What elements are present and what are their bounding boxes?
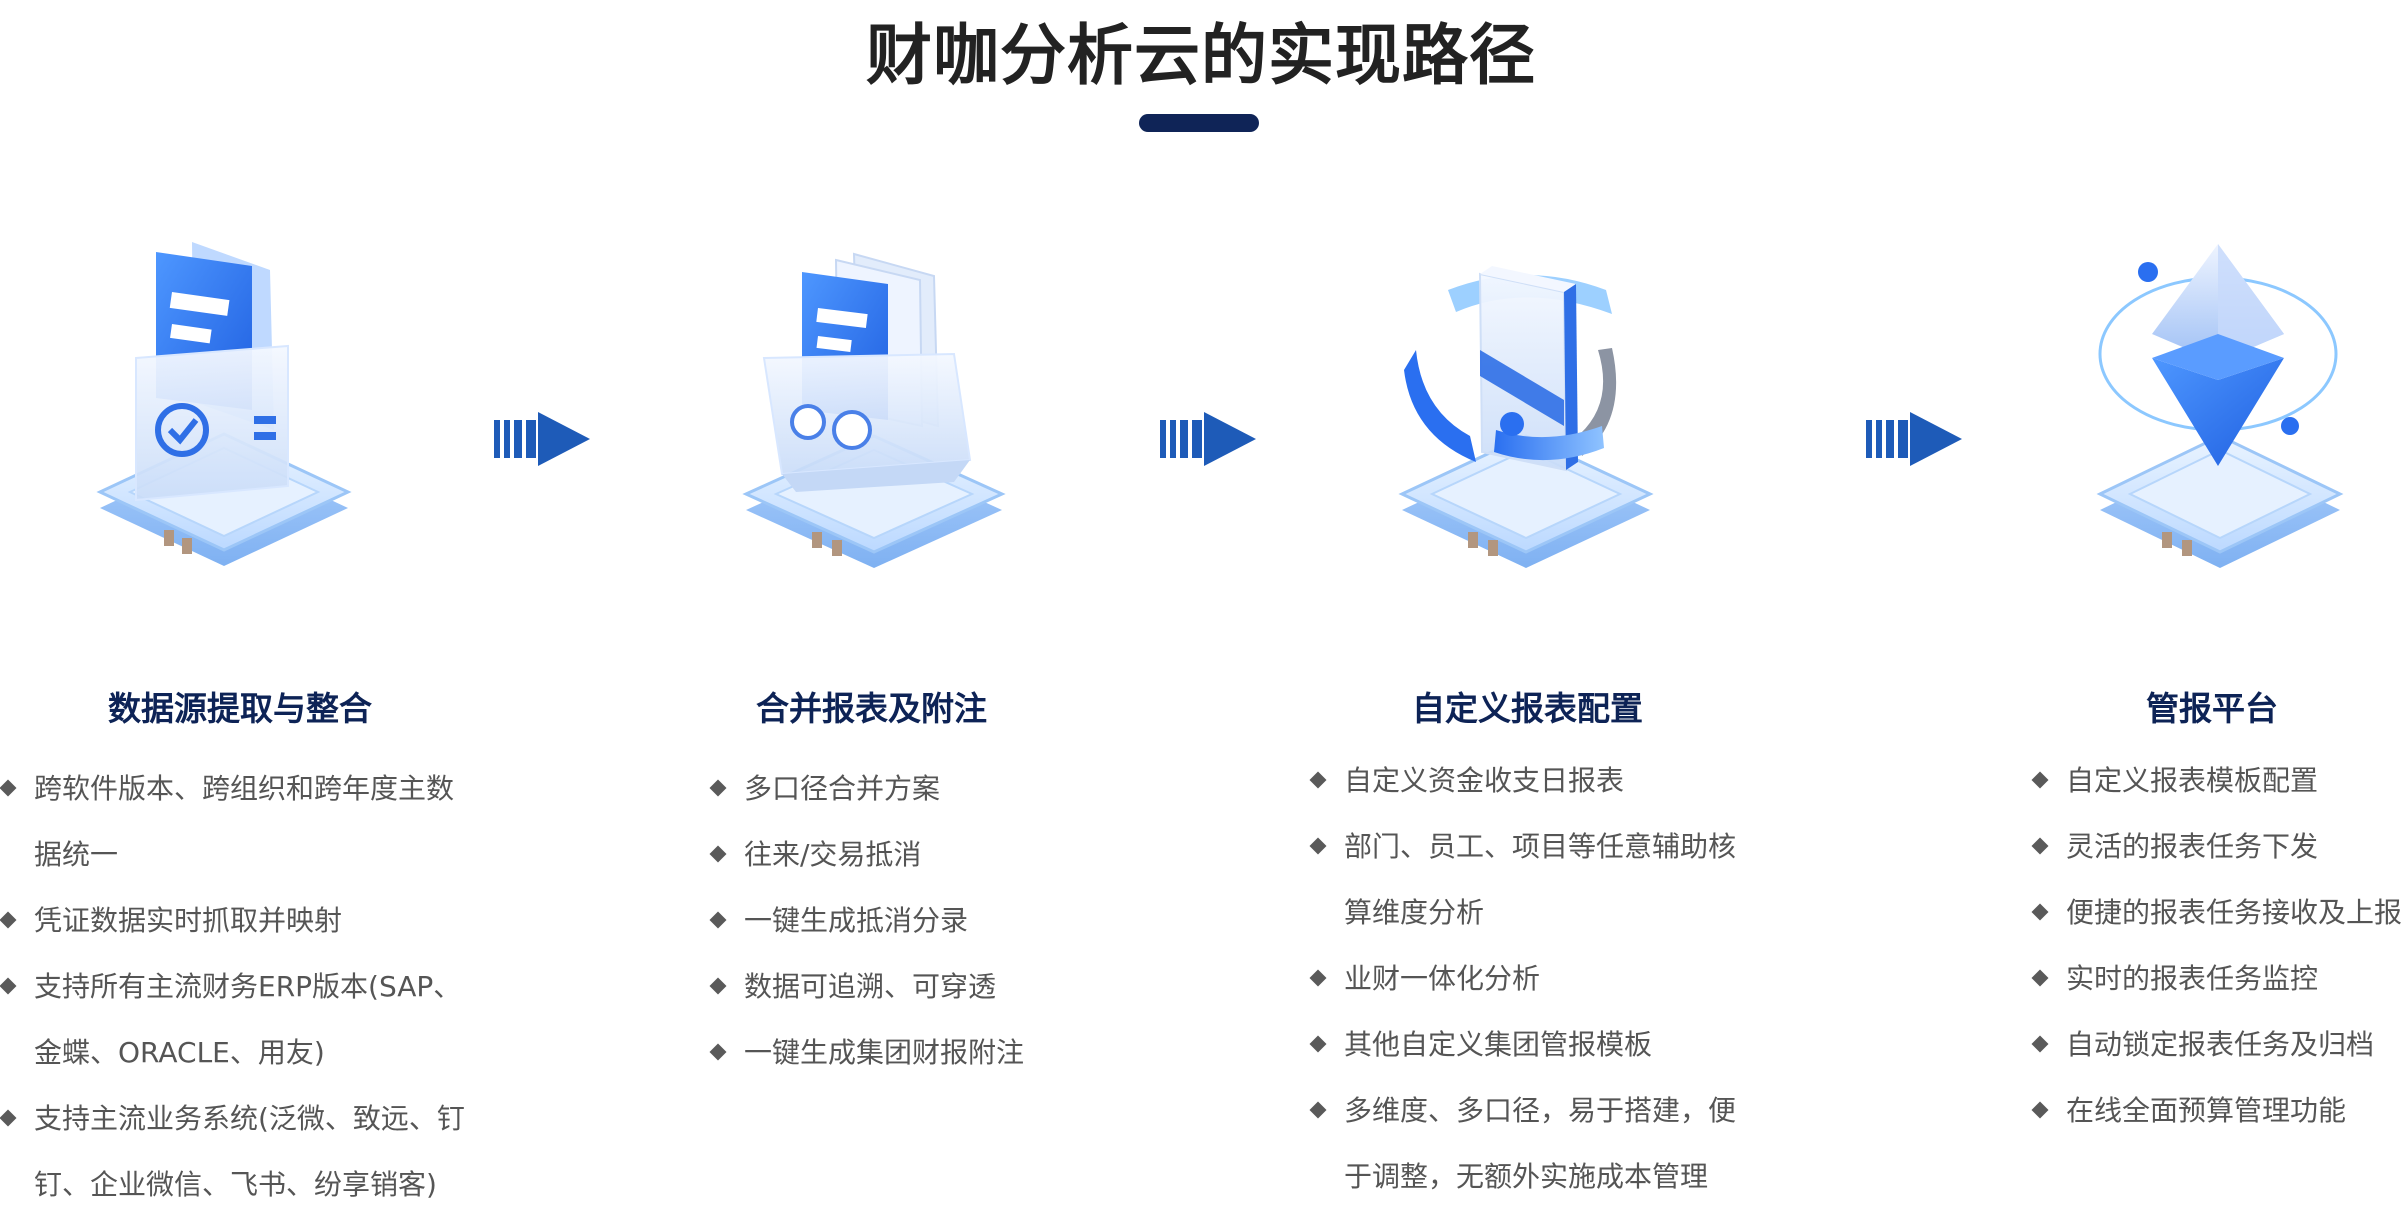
step-title: 管报平台: [2146, 689, 2278, 728]
list-item: 凭证数据实时抓取并映射: [0, 888, 470, 954]
arrow-right-icon: [494, 412, 590, 466]
list-item: 自动锁定报表任务及归档: [2032, 1012, 2402, 1078]
list-item: 在线全面预算管理功能: [2032, 1078, 2402, 1144]
step-title: 合并报表及附注: [756, 689, 987, 728]
title-underline: [1139, 114, 1259, 132]
list-item: 支持主流业务系统(泛微、致远、钉钉、企业微信、飞书、纷享销客): [0, 1086, 470, 1218]
list-item: 往来/交易抵消: [710, 822, 1170, 888]
list-item: 多口径合并方案: [710, 756, 1170, 822]
step-2-list: 多口径合并方案 往来/交易抵消 一键生成抵消分录 数据可追溯、可穿透 一键生成集…: [710, 756, 1170, 1086]
list-item: 多维度、多口径，易于搭建，便于调整，无额外实施成本管理: [1310, 1078, 1750, 1210]
document-check-icon: [96, 242, 352, 566]
list-item: 其他自定义集团管报模板: [1310, 1012, 1750, 1078]
list-item: 自定义报表模板配置: [2032, 748, 2402, 814]
list-item: 灵活的报表任务下发: [2032, 814, 2402, 880]
crystal-orbit-icon: [2096, 244, 2344, 568]
list-item: 数据可追溯、可穿透: [710, 954, 1170, 1020]
arrow-right-icon: [1160, 412, 1256, 466]
step-title: 数据源提取与整合: [108, 689, 372, 728]
arrow-right-icon: [1866, 412, 1962, 466]
platform-base: [2096, 434, 2344, 568]
list-item: 实时的报表任务监控: [2032, 946, 2402, 1012]
list-item: 便捷的报表任务接收及上报: [2032, 880, 2402, 946]
file-box-icon: [742, 252, 1006, 568]
list-item: 一键生成抵消分录: [710, 888, 1170, 954]
step-1-list: 跨软件版本、跨组织和跨年度主数据统一 凭证数据实时抓取并映射 支持所有主流财务E…: [0, 756, 470, 1218]
list-item: 自定义资金收支日报表: [1310, 748, 1750, 814]
list-item: 支持所有主流财务ERP版本(SAP、金蝶、ORACLE、用友): [0, 954, 470, 1086]
list-item: 跨软件版本、跨组织和跨年度主数据统一: [0, 756, 470, 888]
list-item: 部门、员工、项目等任意辅助核算维度分析: [1310, 814, 1750, 946]
list-item: 业财一体化分析: [1310, 946, 1750, 1012]
platform-base: [1398, 434, 1654, 568]
step-3-list: 自定义资金收支日报表 部门、员工、项目等任意辅助核算维度分析 业财一体化分析 其…: [1310, 748, 1750, 1210]
step-4-list: 自定义报表模板配置 灵活的报表任务下发 便捷的报表任务接收及上报 实时的报表任务…: [2032, 748, 2402, 1144]
step-title: 自定义报表配置: [1412, 689, 1643, 728]
page-title: 财咖分析云的实现路径: [866, 17, 1536, 94]
list-item: 一键生成集团财报附注: [710, 1020, 1170, 1086]
rotating-panel-icon: [1398, 266, 1654, 568]
